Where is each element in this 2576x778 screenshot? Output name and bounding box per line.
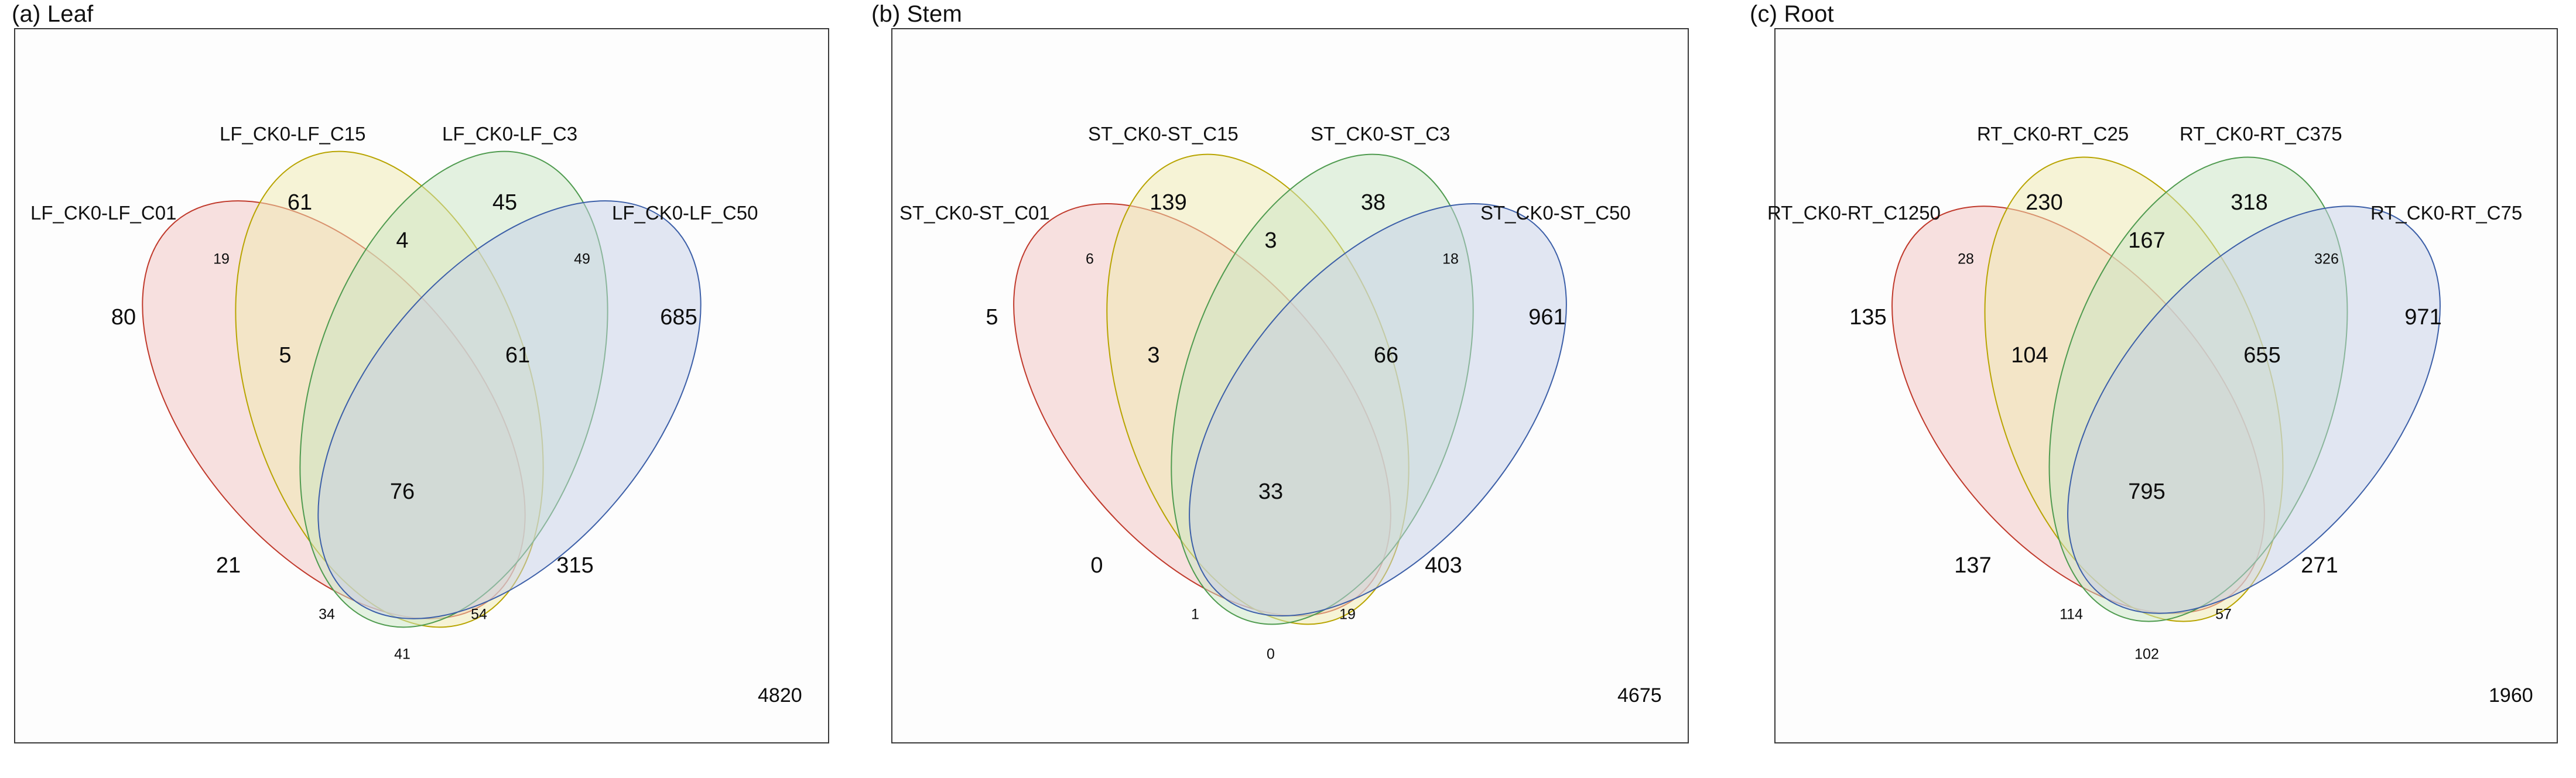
count-c-only-C: 318 — [2231, 190, 2268, 215]
count-a-AB: 19 — [213, 251, 230, 268]
set-label-b-1: ST_CK0-ST_C01 — [899, 202, 1050, 224]
set-label-c-2: RT_CK0-RT_C25 — [1977, 123, 2129, 145]
count-c-outside: 1960 — [2489, 684, 2533, 707]
count-b-only-C: 38 — [1360, 190, 1386, 215]
count-a-AC: 21 — [215, 553, 241, 578]
count-b-only-A: 5 — [986, 305, 998, 330]
count-c-ACD: 57 — [2215, 606, 2232, 623]
set-label-c-3: RT_CK0-RT_C375 — [2180, 123, 2342, 145]
count-c-only-A: 135 — [1849, 305, 1887, 330]
venn-ellipse-set4 — [1189, 203, 1567, 616]
venn-panel-stem: (b) Stem ST_CK0-ST_C01 ST_CK0-ST_C15 ST_… — [858, 0, 1717, 778]
set-label-a-2: LF_CK0-LF_C15 — [220, 123, 366, 145]
count-c-AC: 137 — [1954, 553, 1992, 578]
count-c-ABCD: 795 — [2128, 479, 2166, 504]
venn-ellipses-b — [1013, 153, 1567, 625]
count-a-ABC: 5 — [279, 343, 292, 368]
count-a-BD: 315 — [556, 553, 594, 578]
count-b-BD: 403 — [1425, 553, 1462, 578]
count-a-only-A: 80 — [111, 305, 136, 330]
count-c-ABC: 104 — [2011, 343, 2048, 368]
count-b-ABCD: 33 — [1258, 479, 1284, 504]
set-label-a-3: LF_CK0-LF_C3 — [442, 123, 578, 145]
count-c-only-D: 971 — [2404, 305, 2442, 330]
count-a-ACD: 54 — [471, 606, 487, 623]
set-label-c-4: RT_CK0-RT_C75 — [2370, 202, 2523, 224]
count-a-only-D: 685 — [660, 305, 697, 330]
count-b-ABC: 3 — [1147, 343, 1160, 368]
count-b-AD: 0 — [1267, 646, 1275, 663]
count-c-AB: 28 — [1958, 251, 1974, 268]
count-b-BCD: 66 — [1373, 343, 1399, 368]
count-a-only-C: 45 — [492, 190, 518, 215]
count-b-only-D: 961 — [1528, 305, 1566, 330]
count-b-ACD: 19 — [1339, 606, 1356, 623]
count-a-ABD: 34 — [319, 606, 335, 623]
panel-title-b: (b) Stem — [871, 1, 962, 27]
count-c-BC: 167 — [2128, 228, 2166, 253]
set-label-b-3: ST_CK0-ST_C3 — [1311, 123, 1451, 145]
venn-panel-root: (c) Root RT_CK0-RT_C1250 RT_CK0-RT_C25 R… — [1717, 0, 2575, 778]
venn-ellipses-c — [1891, 156, 2441, 622]
set-label-a-1: LF_CK0-LF_C01 — [30, 202, 177, 224]
count-a-outside: 4820 — [758, 684, 802, 707]
venn-panel-leaf: (a) Leaf LF_CK0-LF_C01 LF_CK0-LF_C15 LF_… — [0, 0, 858, 778]
count-c-BD: 271 — [2301, 553, 2338, 578]
venn-ellipse-set4 — [2067, 205, 2441, 614]
count-c-CD: 326 — [2314, 251, 2339, 268]
set-label-b-2: ST_CK0-ST_C15 — [1088, 123, 1239, 145]
count-b-CD: 18 — [1442, 251, 1459, 268]
count-a-only-B: 61 — [287, 190, 313, 215]
count-b-outside: 4675 — [1617, 684, 1662, 707]
count-a-AD: 41 — [394, 646, 410, 663]
count-a-BC: 4 — [396, 228, 409, 253]
count-a-ABCD: 76 — [389, 479, 415, 504]
count-a-CD: 49 — [574, 251, 590, 268]
venn-ellipse-set4 — [317, 200, 702, 619]
panel-title-a: (a) Leaf — [12, 1, 94, 27]
count-b-BC: 3 — [1264, 228, 1277, 253]
count-c-BCD: 655 — [2243, 343, 2281, 368]
count-c-AD: 102 — [2134, 646, 2159, 663]
count-b-only-B: 139 — [1150, 190, 1187, 215]
set-label-a-4: LF_CK0-LF_C50 — [612, 202, 758, 224]
set-label-c-1: RT_CK0-RT_C1250 — [1767, 202, 1941, 224]
count-b-ABD: 1 — [1191, 606, 1199, 623]
count-c-only-B: 230 — [2026, 190, 2063, 215]
panel-title-c: (c) Root — [1750, 1, 1834, 27]
count-b-AC: 0 — [1090, 553, 1103, 578]
count-b-AB: 6 — [1086, 251, 1094, 268]
count-c-ABD: 114 — [2060, 606, 2083, 623]
venn-ellipses-a — [142, 150, 702, 628]
set-label-b-4: ST_CK0-ST_C50 — [1480, 202, 1631, 224]
count-a-BCD: 61 — [505, 343, 531, 368]
